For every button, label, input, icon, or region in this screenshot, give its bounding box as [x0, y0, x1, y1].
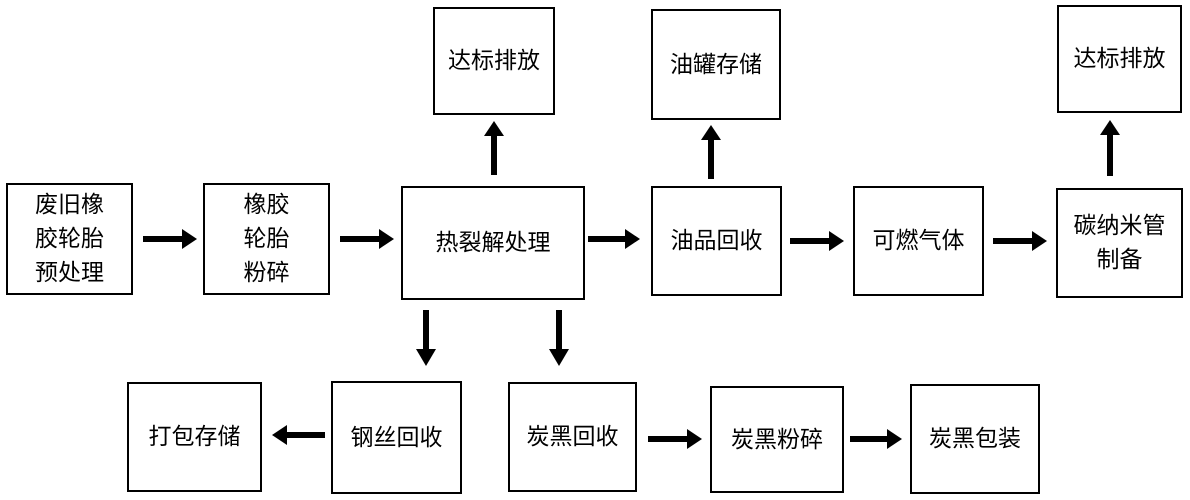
arrow-nanotube-to-emission	[1100, 120, 1120, 176]
node-label: 打包存储	[148, 424, 241, 450]
arrow-pretreat-to-crush	[143, 229, 197, 249]
node-pack-storage: 打包存储	[127, 382, 262, 492]
node-carbon-black-packaging: 炭黑包装	[910, 384, 1040, 494]
node-combustible-gas: 可燃气体	[853, 186, 984, 296]
arrow-oil-to-storage	[701, 125, 721, 179]
arrow-oil-to-gas	[790, 231, 844, 251]
node-label: 达标排放	[448, 48, 540, 74]
node-label: 碳纳米管 制备	[1073, 213, 1166, 273]
node-label: 可燃气体	[872, 228, 965, 254]
arrow-pyrolysis-to-emission	[484, 121, 504, 175]
arrow-crush-to-pyrolysis	[340, 229, 394, 249]
node-label: 钢丝回收	[350, 424, 443, 451]
node-label: 炭黑回收	[526, 424, 619, 450]
node-carbon-nanotube-prep: 碳纳米管 制备	[1056, 188, 1183, 298]
node-pyrolysis: 热裂解处理	[401, 186, 585, 300]
node-label: 油罐存储	[670, 51, 762, 78]
arrow-carbon-crush-to-pack	[850, 429, 902, 449]
node-label: 达标排放	[1073, 46, 1166, 72]
node-label: 热裂解处理	[435, 230, 551, 256]
node-label: 油品回收	[670, 228, 763, 254]
arrow-pyrolysis-to-carbon	[549, 310, 569, 366]
node-emission-2: 达标排放	[1057, 5, 1182, 113]
node-tire-crushing: 橡胶 轮胎 粉碎	[203, 183, 330, 295]
arrow-pyrolysis-to-steel	[416, 310, 436, 366]
node-oil-storage: 油罐存储	[651, 9, 781, 120]
arrow-pyrolysis-to-oil	[588, 229, 640, 249]
node-label: 橡胶 轮胎 粉碎	[243, 192, 290, 286]
arrow-carbon-recovery-to-crush	[648, 429, 702, 449]
node-label: 废旧橡 胶轮胎 预处理	[35, 192, 104, 286]
node-oil-recovery: 油品回收	[651, 186, 782, 296]
node-emission-1: 达标排放	[433, 7, 555, 115]
node-label: 炭黑粉碎	[731, 426, 823, 453]
node-label: 炭黑包装	[929, 426, 1021, 452]
arrow-gas-to-nanotube	[993, 231, 1047, 251]
node-carbon-black-recovery: 炭黑回收	[508, 382, 637, 492]
node-pretreatment: 废旧橡 胶轮胎 预处理	[6, 183, 133, 295]
node-carbon-black-crushing: 炭黑粉碎	[710, 386, 844, 493]
node-steel-wire-recovery: 钢丝回收	[331, 381, 462, 494]
arrow-steel-to-pack-storage	[272, 425, 325, 445]
